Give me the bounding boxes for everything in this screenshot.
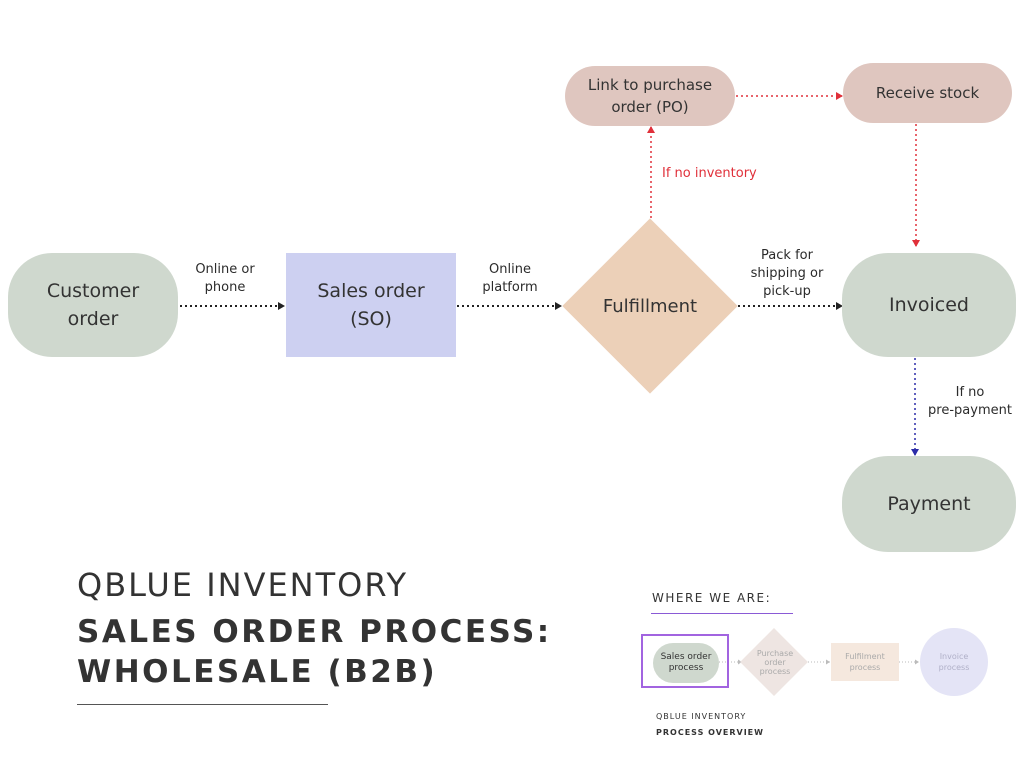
title-divider [77,704,328,705]
mini-step-purchase-order: Purchase order process [756,648,794,676]
brand-title: QBLUE INVENTORY [77,566,409,604]
where-we-are-divider [651,613,793,614]
edge-label-online-platform: Online platform [482,262,538,295]
node-receive-stock: Receive stock [843,63,1012,123]
mini-step-fulfilment: Fulfilment process [831,643,899,681]
node-customer-order: Customer order [8,253,178,357]
node-sales-order: Sales order (SO) [286,253,456,357]
edge-label-if-no-inventory: If no inventory [662,166,757,181]
footer-brand: QBLUE INVENTORY [656,712,747,721]
footer-title: PROCESS OVERVIEW [656,728,764,737]
node-invoiced: Invoiced [842,253,1016,357]
page-heading: SALES ORDER PROCESS: WHOLESALE (B2B) [77,614,552,690]
mini-step-invoice: Invoice process [920,628,988,696]
edge-label-pack-for-shipping: Pack for shipping or pick-up [750,248,824,299]
current-step-highlight [641,634,729,688]
edge-label-online-or-phone: Online or phone [195,262,255,295]
edge-label-if-no-prepayment: If no pre-payment [928,385,1012,418]
where-we-are-label: WHERE WE ARE: [652,591,772,605]
node-payment: Payment [842,456,1016,552]
mini-step-sales-order: Sales order process [653,643,719,683]
fulfillment-label: Fulfillment [602,295,698,317]
node-link-purchase-order: Link to purchase order (PO) [565,66,735,126]
node-fulfillment: Fulfillment [562,218,738,394]
